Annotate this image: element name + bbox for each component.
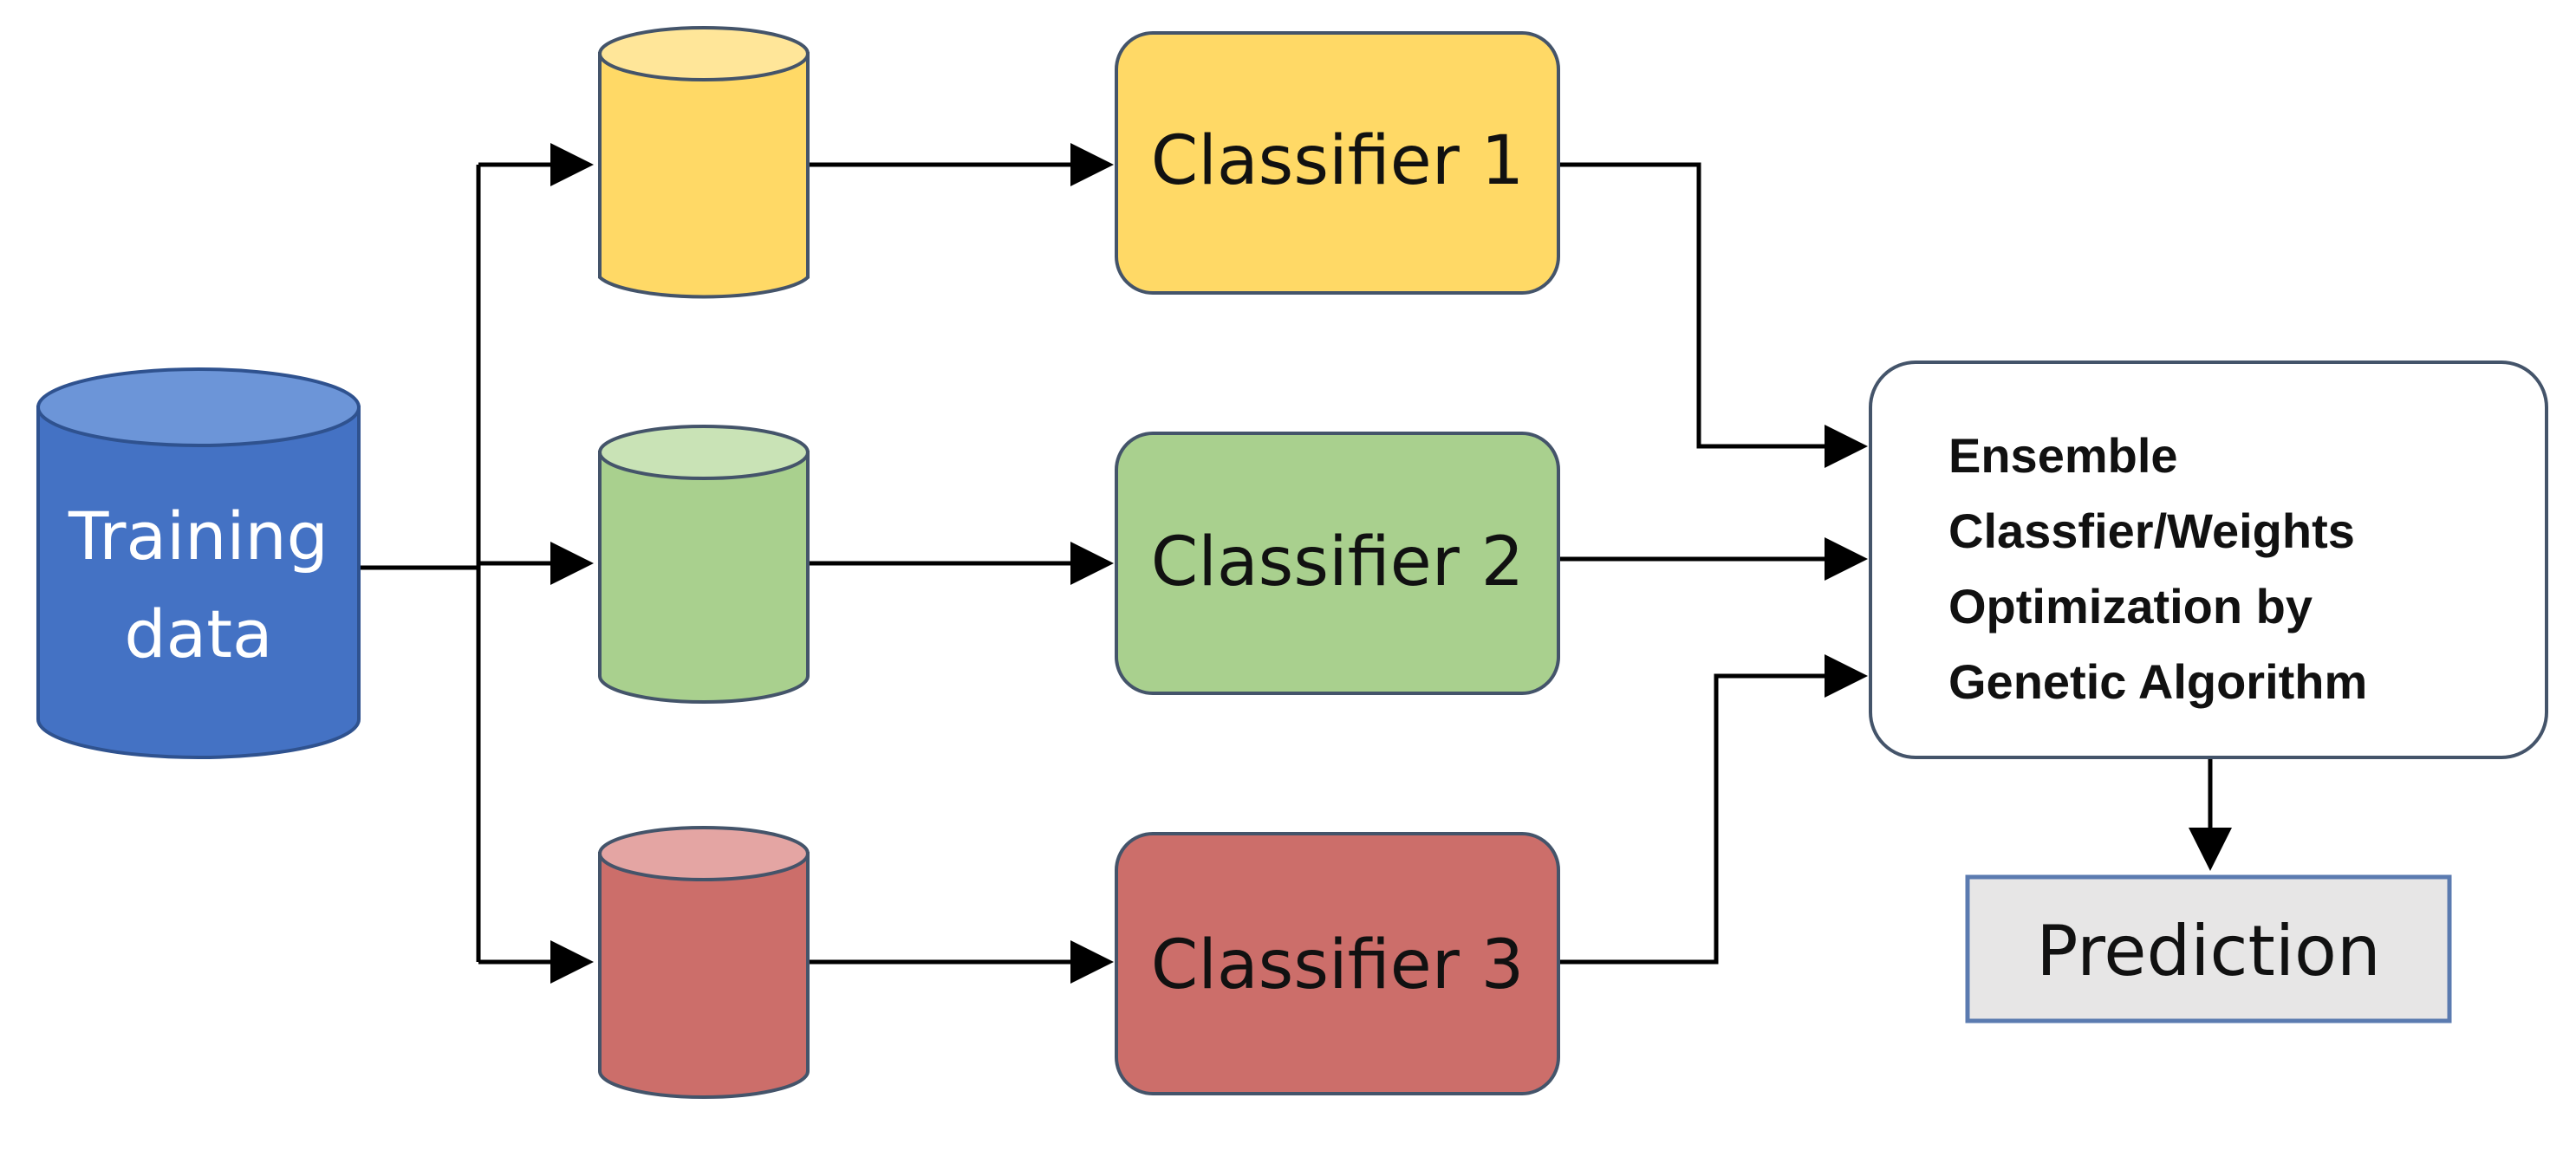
connector-classifier-3-to-ensemble	[1560, 654, 1868, 965]
ensemble-label-line4: Genetic Algorithm	[1948, 654, 2367, 709]
classifier-box-2-shape	[1115, 432, 1560, 695]
training-data-cylinder-top	[36, 367, 361, 447]
subset-cylinder-1-body	[598, 52, 810, 299]
classifier-box-3: Classifier 3	[1115, 832, 1560, 1095]
classifier-box-1-shape	[1115, 31, 1560, 295]
training-data-label-line2: data	[124, 595, 272, 672]
prediction-box: Prediction	[1965, 874, 2452, 1023]
ensemble-box-shape	[1869, 361, 2548, 759]
subset-cylinder-1	[598, 26, 810, 299]
subset-cylinder-3	[598, 826, 810, 1099]
training-data-cylinder-body	[36, 406, 361, 759]
ensemble-label-line3: Optimization by	[1948, 579, 2313, 633]
classifier-1-label: Classifier 1	[1151, 122, 1525, 200]
training-data-cylinder: Training data	[36, 367, 361, 759]
ensemble-label-line1: Ensemble	[1948, 428, 2178, 483]
prediction-box-shape	[1965, 874, 2452, 1023]
subset-cylinder-3-body	[598, 852, 810, 1099]
classifier-box-3-shape	[1115, 832, 1560, 1095]
prediction-label: Prediction	[2036, 911, 2380, 991]
classifier-2-label: Classifier 2	[1151, 523, 1525, 601]
subset-cylinder-1-top	[598, 26, 810, 81]
classifier-box-1: Classifier 1	[1115, 31, 1560, 295]
connectors	[359, 143, 2232, 984]
subset-cylinder-2-top	[598, 425, 810, 480]
classifier-box-2: Classifier 2	[1115, 432, 1560, 695]
subset-cylinder-2	[598, 425, 810, 704]
training-data-label-line1: Training	[68, 497, 329, 575]
subset-cylinder-3-top	[598, 826, 810, 881]
subset-cylinder-2-body	[598, 451, 810, 704]
ensemble-box: Ensemble Classfier/Weights Optimization …	[1869, 361, 2548, 759]
ensemble-label-line2: Classfier/Weights	[1948, 504, 2355, 558]
connector-classifier-1-to-ensemble	[1560, 162, 1868, 468]
classifier-3-label: Classifier 3	[1151, 926, 1525, 1004]
